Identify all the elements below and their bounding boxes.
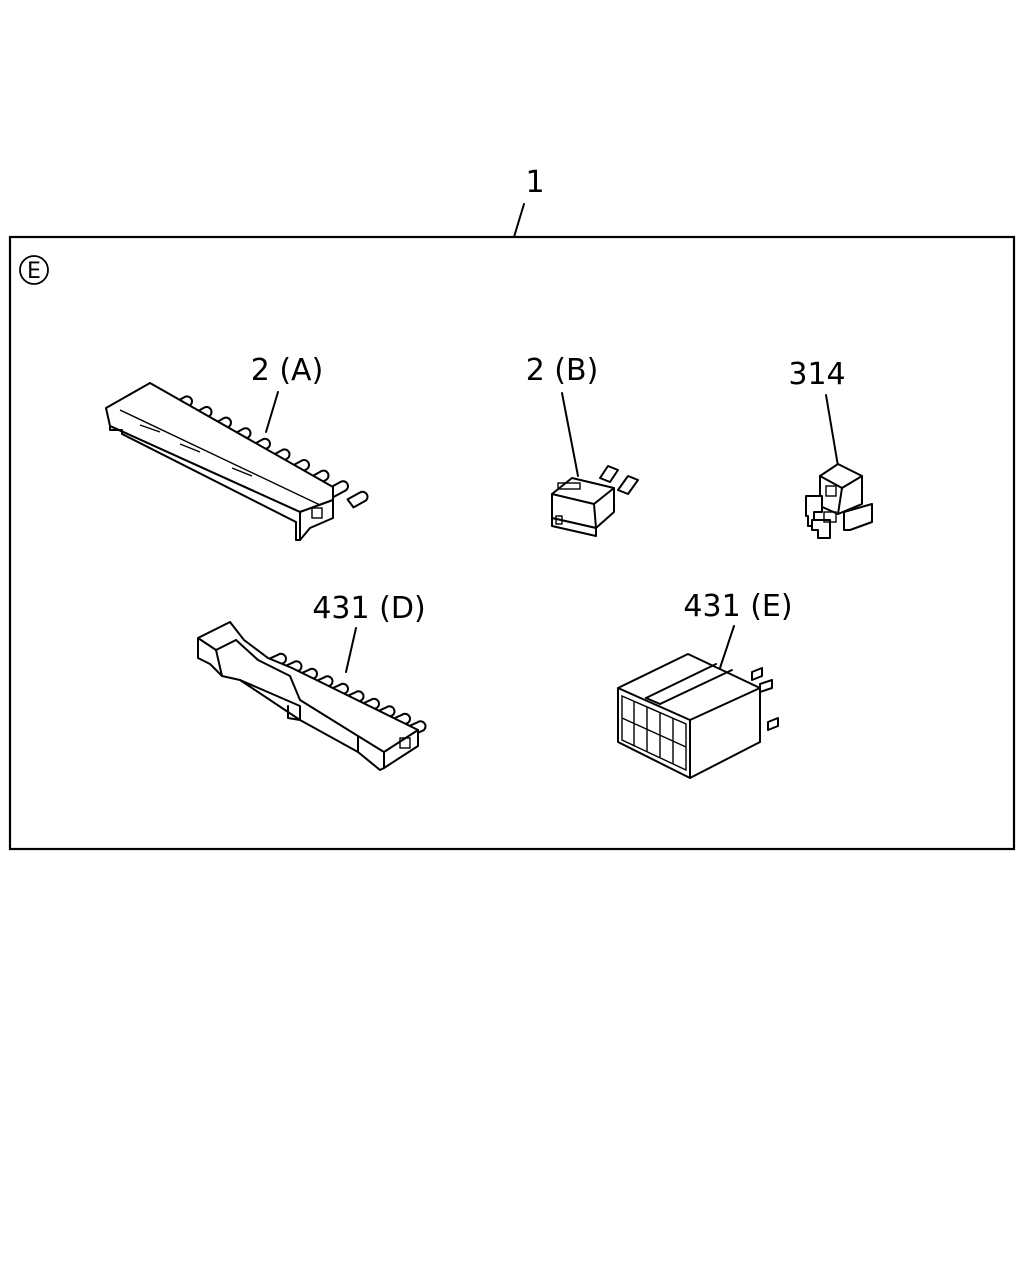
part-431d-drawing xyxy=(197,621,427,771)
part-431e-leader xyxy=(719,625,735,669)
part-2b: 2 (B) xyxy=(526,353,639,537)
part-2a-leader xyxy=(265,391,279,433)
part-2b-drawing xyxy=(551,465,639,537)
assembly-callout-leader xyxy=(513,203,525,238)
part-431e-label: 431 (E) xyxy=(683,589,792,624)
part-431d-leader xyxy=(345,627,357,673)
part-314-leader xyxy=(825,394,839,467)
section-marker: E xyxy=(19,255,49,285)
connector-pin xyxy=(346,490,369,509)
part-2a: 2 (A) xyxy=(105,353,369,541)
part-314: 314 xyxy=(788,357,873,539)
part-431e-drawing xyxy=(617,653,779,779)
part-2b-leader xyxy=(561,392,579,477)
part-2a-label: 2 (A) xyxy=(251,353,324,388)
part-2a-drawing xyxy=(105,382,369,541)
part-431e: 431 (E) xyxy=(617,589,793,779)
part-314-label: 314 xyxy=(788,357,845,392)
part-431d: 431 (D) xyxy=(197,591,427,771)
kit-frame xyxy=(8,235,1016,851)
assembly-callout-label: 1 xyxy=(525,165,544,200)
section-marker-letter: E xyxy=(27,259,41,284)
part-2b-label: 2 (B) xyxy=(526,353,599,388)
part-314-drawing xyxy=(805,463,873,539)
part-431d-label: 431 (D) xyxy=(312,591,425,626)
